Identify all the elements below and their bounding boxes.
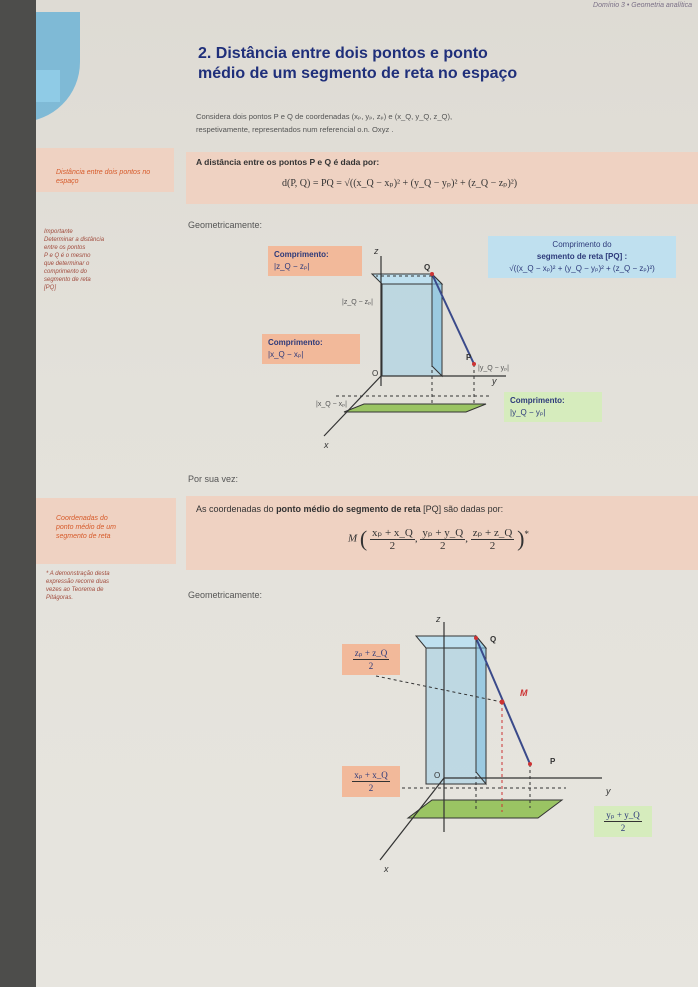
floor2-projection [406,799,564,819]
segment-pq [431,273,475,365]
midpoint-intro: Por sua vez: [188,474,239,484]
comp-x-box: Comprimento: |x_Q − xₚ| [262,334,360,364]
decorative-shape [36,70,60,102]
side-label-distance: Distância entre dois pontos no espaço [56,169,151,185]
figure-distance: z y x Q P O |z_Q − zₚ| |y_Q − yₚ| |x_Q −… [316,246,509,450]
side-label-box [36,148,174,192]
box2-side [475,634,487,786]
midpoint-formula-box [186,496,698,570]
comp-y-box: Comprimento: |y_Q − yₚ| [504,392,602,422]
intro-text: Considera dois pontos P e Q de coordenad… [196,112,453,134]
geom-label-2: Geometricamente: [188,590,263,600]
point2-m-dot [499,699,505,705]
point2-q-dot [474,636,478,640]
axis-x-line [323,375,382,437]
axis-y-label: y [491,376,497,386]
side-note-important: Importante Determinar a distância entre … [44,229,105,291]
segment-length-box: Comprimento do segmento de reta [PQ] : √… [488,236,676,278]
axis-z-label: z [373,246,379,256]
footnote: * A demonstração desta expressão recorre… [46,571,110,601]
origin-label: O [372,369,378,378]
axis2-x-label: x [383,864,389,874]
textbook-page: Domínio 3 • Geometria analítica 2. Distâ… [36,0,698,987]
z-side-label: |z_Q − zₚ| [342,299,373,306]
origin2-label: O [434,771,440,780]
axis-x-label: x [323,440,329,450]
section-title: 2. Distância entre dois pontos e ponto m… [198,45,518,82]
axis2-x-line [379,777,445,861]
point-p-dot [472,362,476,366]
axis2-y-label: y [605,786,611,796]
y-side-label: |y_Q − yₚ| [478,365,509,372]
midpoint-heading: As coordenadas do ponto médio do segment… [196,504,504,514]
decorative-shape [36,12,80,122]
point2-p-dot [528,762,532,766]
point2-q-label: Q [490,635,496,644]
header-tag: Domínio 3 • Geometria analítica [593,2,692,9]
point-q-label: Q [424,263,430,272]
formula-box [186,152,698,204]
side-label-box-2 [36,498,176,564]
distance-formula: d(P, Q) = PQ = √((x_Q − xₚ)² + (y_Q − yₚ… [282,178,518,189]
comp-z-box: Comprimento: |z_Q − zₚ| [268,246,362,276]
point-p-label: P [466,353,472,362]
side-label-midpoint: Coordenadas do ponto médio de um segment… [56,515,116,540]
box-side [431,272,443,378]
point2-m-label: M [520,688,528,698]
geom-label-1: Geometricamente: [188,220,263,230]
distance-heading: A distância entre os pontos P e Q é dada… [196,157,380,167]
x-axis-length-label: |x_Q − xₚ| [316,401,347,408]
figure-midpoint: z y x Q M P O [375,614,611,874]
point2-p-label: P [550,757,556,766]
point-q-dot [430,272,434,276]
floor-projection [343,403,487,413]
axis2-z-label: z [435,614,441,624]
